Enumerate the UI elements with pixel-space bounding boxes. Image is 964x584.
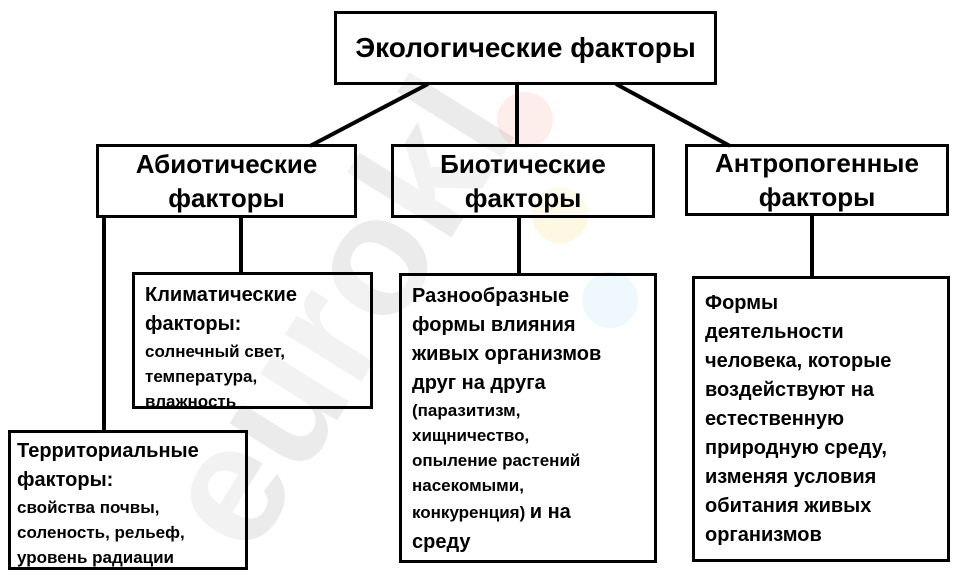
climatic-detail-line2: температура, [145, 367, 258, 386]
climatic-detail-line3: влажность [145, 392, 237, 411]
anthropogenic-box: Антропогенные факторы [685, 144, 949, 216]
biotic-detail-line3: живых организмов [412, 343, 602, 365]
biotic-detail-line7: опыление растений [412, 451, 581, 470]
biotic-detail-line8: насекомыми, [412, 476, 524, 495]
biotic-detail-line2: формы влияния [412, 314, 576, 336]
anthropogenic-detail-box: Формы деятельности человека, которые воз… [692, 276, 950, 562]
biotic-detail-line4: друг на друга [412, 372, 546, 394]
connector-root-anthropogenic [615, 82, 731, 148]
territorial-heading-line1: Территориальные [17, 440, 199, 462]
biotic-detail-line1: Разнообразные [412, 285, 570, 307]
biotic-detail-line9a: конкуренция) [412, 503, 526, 522]
anthropogenic-detail-line3: человека, которые [705, 350, 892, 372]
abiotic-label-line2: факторы [168, 183, 285, 213]
anthropogenic-detail-line1: Формы [705, 292, 779, 314]
biotic-detail-line9b: и на [529, 501, 571, 523]
abiotic-box: Абиотические факторы [96, 144, 357, 218]
anthropogenic-detail-line4: воздействуют на [705, 379, 875, 401]
territorial-detail-line2: соленость, рельеф, [17, 523, 185, 542]
biotic-detail-line6: хищничество, [412, 426, 530, 445]
territorial-detail-line1: свойства почвы, [17, 498, 160, 517]
climatic-box: Климатические факторы: солнечный свет, т… [132, 272, 373, 411]
climatic-heading-line2: факторы: [145, 313, 242, 335]
territorial-heading-line2: факторы: [17, 469, 114, 491]
territorial-box: Территориальные факторы: свойства почвы,… [8, 430, 248, 570]
biotic-detail-line5: (паразитизм, [412, 401, 521, 420]
biotic-label-line2: факторы [464, 183, 582, 213]
anthropogenic-detail-line5: естественную [705, 408, 845, 430]
climatic-heading-line1: Климатические [145, 284, 297, 306]
anthropogenic-label-line1: Антропогенные [715, 148, 919, 178]
territorial-detail-line3: уровень радиации [17, 548, 175, 567]
anthropogenic-detail-line6: природную среду, [705, 437, 887, 459]
anthropogenic-detail-line8: обитания живых [705, 495, 872, 517]
biotic-label-line1: Биотические [440, 149, 606, 179]
climatic-detail-line1: солнечный свет, [145, 342, 286, 361]
anthropogenic-detail-line9: организмов [705, 524, 822, 546]
root-label: Экологические факторы [355, 32, 696, 63]
root-box: Экологические факторы [334, 11, 717, 85]
biotic-detail-box: Разнообразные формы влияния живых органи… [399, 273, 657, 563]
connector-root-abiotic [309, 82, 429, 148]
biotic-box: Биотические факторы [391, 144, 655, 218]
abiotic-label-line1: Абиотические [135, 149, 318, 179]
biotic-detail-line9: конкуренция) и на [412, 498, 644, 528]
anthropogenic-detail-line7: изменяя условия [705, 466, 877, 488]
anthropogenic-label-line2: факторы [758, 182, 876, 212]
biotic-detail-line10: среду [412, 531, 471, 553]
anthropogenic-detail-line2: деятельности [705, 321, 844, 343]
